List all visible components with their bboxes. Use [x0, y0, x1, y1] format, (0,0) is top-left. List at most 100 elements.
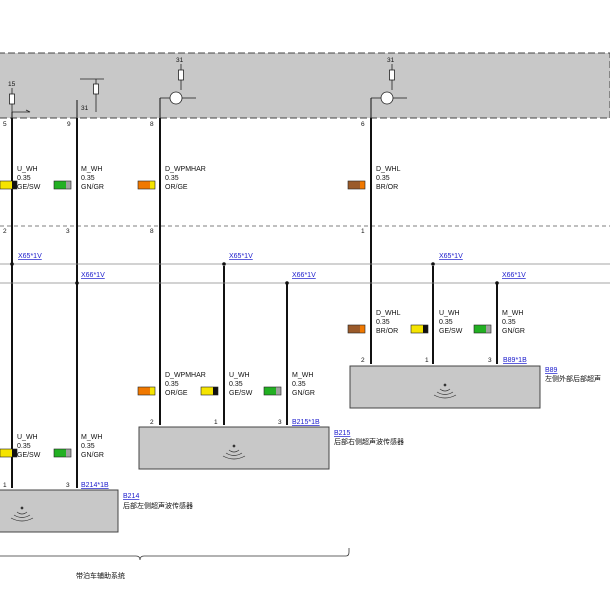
sensor-b89-connector[interactable]: B89*1B — [503, 357, 527, 364]
sensor-b215-pin-3: 3 — [278, 419, 282, 426]
internal-leads — [11, 98, 372, 118]
svg-text:M_WH: M_WH — [292, 372, 313, 379]
wire-annotation-w3: D_WPMHAR 0.35 OR/GE — [165, 166, 206, 191]
terminal-31-ground-a — [80, 78, 104, 112]
swatch-w3 — [137, 180, 156, 190]
svg-text:0.35: 0.35 — [17, 443, 31, 450]
sensor-b89-pin-1: 1 — [425, 357, 429, 364]
svg-text:0.35: 0.35 — [165, 381, 179, 388]
svg-text:0.35: 0.35 — [502, 319, 516, 326]
svg-text:0.35: 0.35 — [376, 175, 390, 182]
sensor-b215-pin-2: 2 — [150, 419, 154, 426]
splice-label-x66-b[interactable]: X66*1V — [292, 272, 316, 279]
svg-text:M_WH: M_WH — [81, 434, 102, 441]
transistor-d-whl — [371, 64, 407, 105]
swatch-w4 — [347, 180, 366, 190]
sensor-b215-name: 后部右侧超声波传感器 — [334, 437, 404, 446]
svg-text:U_WH: U_WH — [439, 310, 460, 317]
mid-pin-w2: 3 — [66, 228, 70, 235]
svg-text:GE/SW: GE/SW — [439, 328, 463, 335]
sensor-b89-id[interactable]: B89 — [545, 367, 558, 374]
swatch-w1 — [0, 180, 18, 190]
svg-text:GN/GR: GN/GR — [81, 452, 104, 459]
wire-annotation-b215-u: U_WH 0.35 GE/SW — [229, 372, 253, 397]
splice-label-x65-c[interactable]: X65*1V — [439, 253, 463, 260]
svg-text:OR/GE: OR/GE — [165, 184, 188, 191]
system-caption: 带泊车辅助系统 — [76, 571, 125, 580]
svg-text:OR/GE: OR/GE — [165, 390, 188, 397]
sensor-b215-connector[interactable]: B215*1B — [292, 419, 320, 426]
swatch-w2 — [53, 180, 72, 190]
splice-label-x65-b[interactable]: X65*1V — [229, 253, 253, 260]
wire-annotation-b215-m: M_WH 0.35 GN/GR — [292, 372, 315, 397]
svg-text:0.35: 0.35 — [292, 381, 306, 388]
swatch-b214-u — [0, 448, 18, 458]
sensor-b215-box[interactable] — [138, 426, 330, 470]
sensor-b89-name: 左侧外部后部超声 — [545, 374, 601, 383]
splice-label-x65-a[interactable]: X65*1V — [18, 253, 42, 260]
ultrasonic-icon-b214 — [10, 506, 34, 522]
system-bracket — [0, 548, 350, 561]
swatch-b215-u — [200, 386, 219, 396]
svg-text:GN/GR: GN/GR — [292, 390, 315, 397]
svg-text:D_WPMHAR: D_WPMHAR — [165, 166, 206, 173]
svg-text:M_WH: M_WH — [81, 166, 102, 173]
mid-pin-w4: 1 — [361, 228, 365, 235]
sensor-b89-box[interactable] — [349, 365, 541, 409]
sensor-b215-id[interactable]: B215 — [334, 430, 350, 437]
terminal-15-label: 15 — [8, 81, 16, 88]
wire-annotation-b89-d: D_WHL 0.35 BR/OR — [376, 310, 401, 335]
svg-text:D_WHL: D_WHL — [376, 166, 401, 173]
wire-annotation-b214-m: M_WH 0.35 GN/GR — [81, 434, 104, 459]
svg-text:GN/GR: GN/GR — [81, 184, 104, 191]
svg-text:GE/SW: GE/SW — [229, 390, 253, 397]
svg-text:GE/SW: GE/SW — [17, 452, 41, 459]
swatch-b215-d — [137, 386, 156, 396]
svg-text:U_WH: U_WH — [17, 434, 38, 441]
sensor-b215-pin-1: 1 — [214, 419, 218, 426]
wire-annotation-w2: M_WH 0.35 GN/GR — [81, 166, 104, 191]
terminal-31-label-a: 31 — [81, 105, 89, 112]
svg-text:GE/SW: GE/SW — [17, 184, 41, 191]
splice-label-x66-a[interactable]: X66*1V — [81, 272, 105, 279]
svg-text:GN/GR: GN/GR — [502, 328, 525, 335]
mid-pin-w1: 2 — [3, 228, 7, 235]
sensor-b214-box[interactable] — [0, 489, 119, 533]
sensor-b214-connector[interactable]: B214*1B — [81, 482, 109, 489]
svg-text:0.35: 0.35 — [376, 319, 390, 326]
swatch-b89-d — [347, 324, 366, 334]
wire-annotation-w4: D_WHL 0.35 BR/OR — [376, 166, 401, 191]
splice-label-x66-c[interactable]: X66*1V — [502, 272, 526, 279]
wire-annotation-b89-u: U_WH 0.35 GE/SW — [439, 310, 463, 335]
upper-pin-w1: 5 — [3, 121, 7, 128]
svg-text:U_WH: U_WH — [229, 372, 250, 379]
upper-pin-w3: 8 — [150, 121, 154, 128]
svg-text:D_WPMHAR: D_WPMHAR — [165, 372, 206, 379]
svg-text:D_WHL: D_WHL — [376, 310, 401, 317]
svg-text:0.35: 0.35 — [17, 175, 31, 182]
terminal-15-supply — [9, 88, 31, 113]
swatch-b214-m — [53, 448, 72, 458]
terminal-31-label-b: 31 — [176, 57, 184, 64]
sensor-b214-name: 后部左侧超声波传感器 — [123, 501, 193, 510]
svg-text:M_WH: M_WH — [502, 310, 523, 317]
svg-text:0.35: 0.35 — [439, 319, 453, 326]
sensor-b214-pin-3: 3 — [66, 482, 70, 489]
swatch-b215-m — [263, 386, 282, 396]
svg-text:0.35: 0.35 — [81, 443, 95, 450]
control-unit-box — [0, 52, 610, 119]
sensor-b89-pin-2: 2 — [361, 357, 365, 364]
svg-text:U_WH: U_WH — [17, 166, 38, 173]
main-wires — [11, 118, 498, 488]
sensor-b89-pin-3: 3 — [488, 357, 492, 364]
svg-text:0.35: 0.35 — [81, 175, 95, 182]
wire-annotation-b215-d: D_WPMHAR 0.35 OR/GE — [165, 372, 206, 397]
svg-text:BR/OR: BR/OR — [376, 328, 398, 335]
sensor-b214-id[interactable]: B214 — [123, 493, 139, 500]
splice-buses — [0, 263, 610, 284]
terminal-31-label-c: 31 — [387, 57, 395, 64]
transistor-d-wpmhar — [160, 64, 196, 105]
wire-annotation-w1: U_WH 0.35 GE/SW — [17, 166, 41, 191]
svg-text:0.35: 0.35 — [229, 381, 243, 388]
